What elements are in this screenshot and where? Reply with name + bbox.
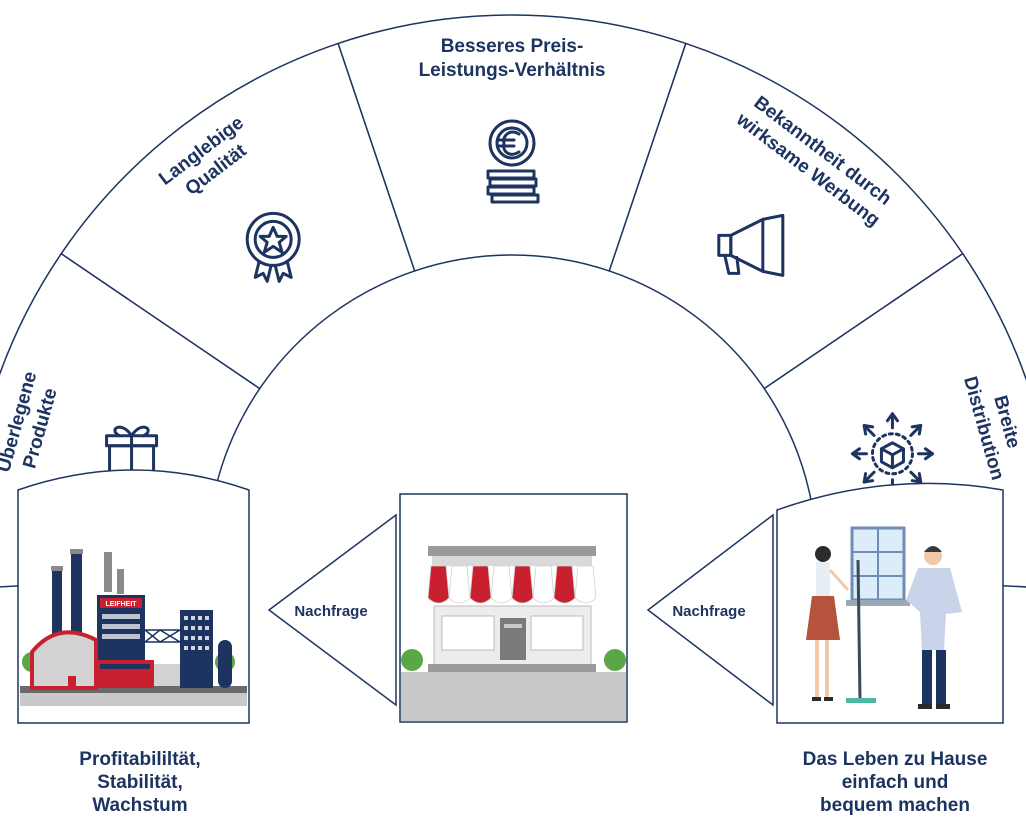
awning-stripe xyxy=(427,565,450,604)
arc-segment-2 xyxy=(60,42,416,390)
arc-segment-4 xyxy=(608,42,964,390)
awning-stripe xyxy=(469,565,492,604)
megaphone-icon xyxy=(717,213,785,277)
outcome-caption-right: Das Leben zu Hause einfach und bequem ma… xyxy=(802,749,988,816)
segment-3-label-line-2: Leistungs-Verhältnis xyxy=(419,60,606,81)
segment-3-label-line-1: Besseres Preis- xyxy=(441,36,584,57)
awning-stripe xyxy=(511,565,534,604)
arc-segment-3 xyxy=(337,14,687,272)
store-illustration xyxy=(401,546,626,672)
store-awning xyxy=(427,565,597,604)
awning-stripe xyxy=(448,565,471,604)
demand-label-right: Nachfrage xyxy=(672,603,745,620)
factory-illustration: LEIFHEIT xyxy=(22,549,235,690)
awning-stripe xyxy=(532,565,555,604)
distribution-cube-icon xyxy=(850,412,934,496)
factory-panel: LEIFHEIT xyxy=(17,469,250,724)
outcome-caption-left: Profitabililtät, Stabilität, Wachstum xyxy=(79,749,201,816)
factory-sign: LEIFHEIT xyxy=(105,601,137,608)
home-panel xyxy=(776,482,1004,724)
awning-stripe xyxy=(574,565,597,604)
store-panel xyxy=(399,493,628,723)
demand-label-left: Nachfrage xyxy=(294,603,367,620)
euro-coins-icon xyxy=(486,119,540,204)
awning-stripe xyxy=(553,565,576,604)
quality-badge-icon xyxy=(245,211,301,283)
home-illustration xyxy=(806,526,962,709)
demand-arrow-right: Nachfrage xyxy=(646,513,774,707)
awning-stripe xyxy=(490,565,513,604)
demand-arrow-left: Nachfrage xyxy=(267,513,397,707)
